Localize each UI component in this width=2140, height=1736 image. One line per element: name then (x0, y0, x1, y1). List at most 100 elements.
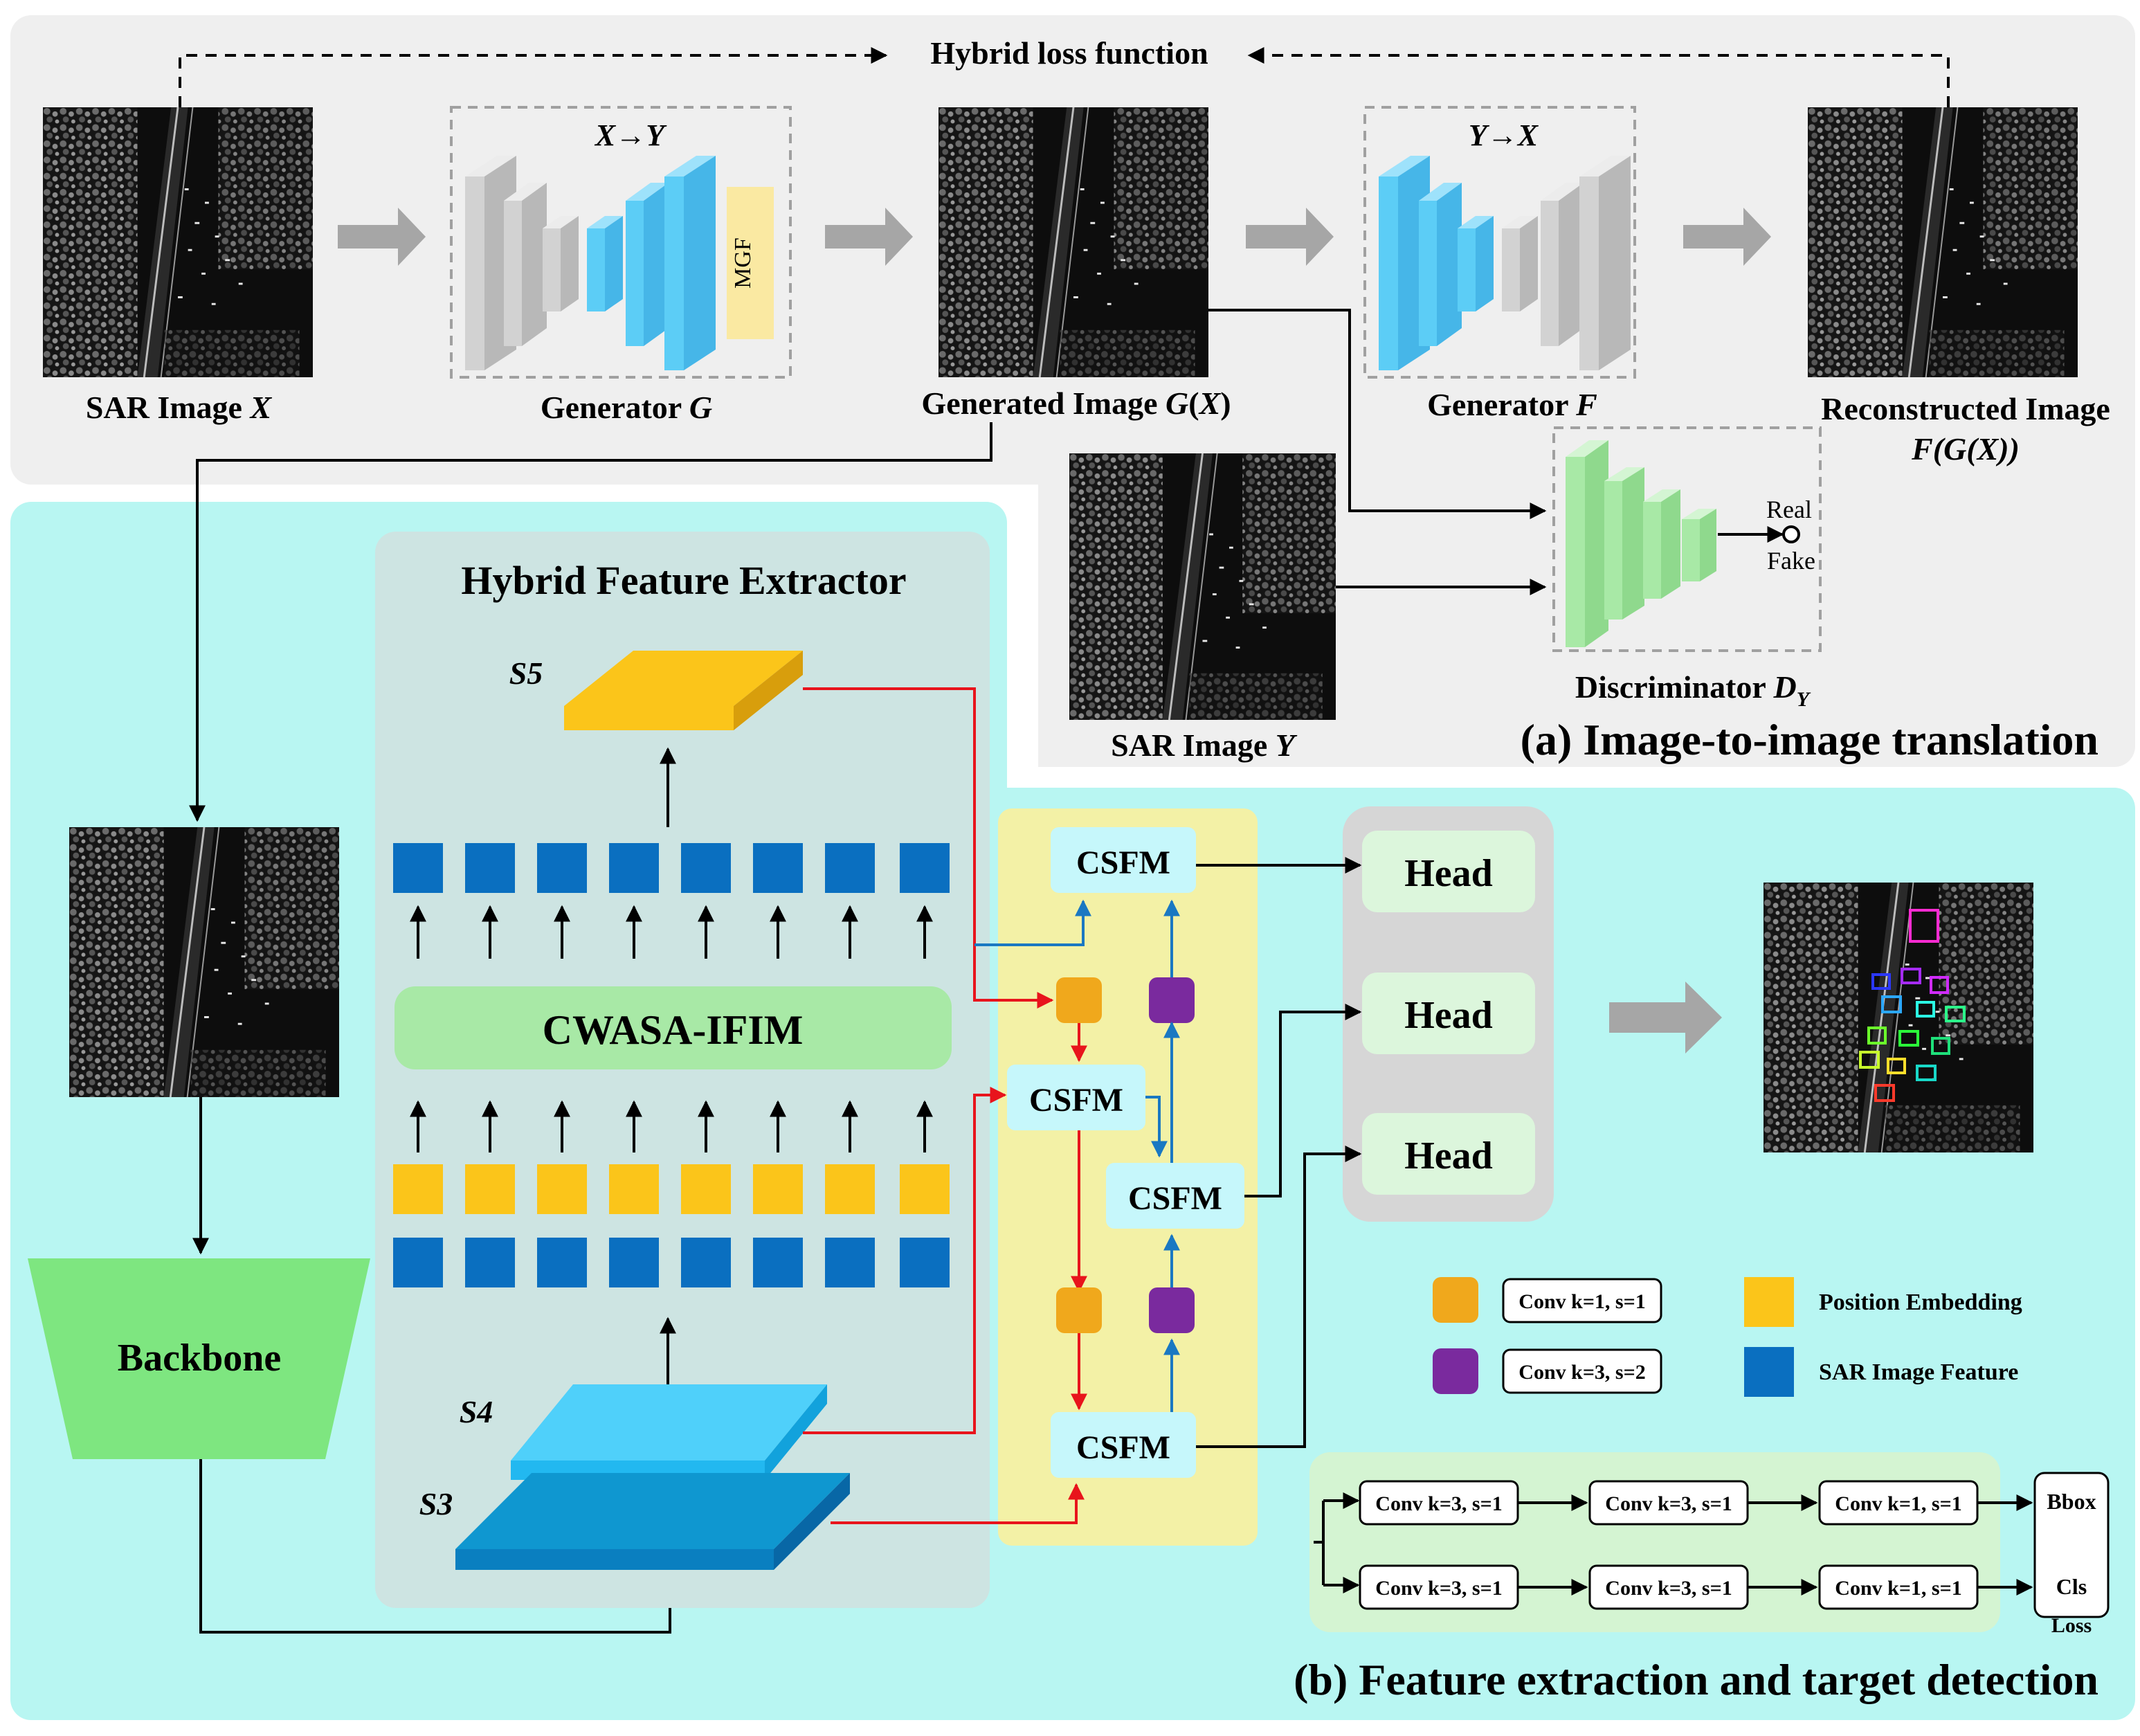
s5-label: S5 (509, 655, 543, 691)
csfm-left-to-right-line (1145, 1096, 1168, 1158)
s4-label: S4 (460, 1394, 493, 1429)
head-row1-conv-c: Conv k=1, s=1 (1835, 1492, 1961, 1515)
generated-image (938, 107, 1208, 377)
generator-f-direction: Y→X (1469, 118, 1539, 152)
bbox-label: Bbox (2047, 1489, 2096, 1514)
head-1 (1362, 831, 1535, 912)
legend-conv3s2-label: Conv k=3, s=2 (1518, 1361, 1645, 1384)
output-token-row (393, 843, 950, 893)
legend-position-embedding-label: Position Embedding (1819, 1290, 2022, 1315)
head-2 (1362, 973, 1535, 1054)
s3-label: S3 (419, 1486, 453, 1521)
discriminator-frame (1552, 426, 1822, 652)
sar-image-y (1069, 453, 1336, 720)
head-row2-conv-c: Conv k=1, s=1 (1835, 1577, 1961, 1600)
conv1-lower (1056, 1287, 1102, 1333)
csfm-middle-right-label: CSFM (1128, 1180, 1222, 1217)
generated-to-discriminator-line (1208, 309, 1547, 519)
cls-label: Cls (2056, 1574, 2087, 1599)
hybrid-loss-label: Hybrid loss function (930, 35, 1208, 71)
legend: Conv k=1, s=1 Conv k=3, s=2 Position Emb… (1433, 1277, 2022, 1397)
flow-arrow-3 (1246, 208, 1334, 266)
ifim-output-arrows (410, 905, 933, 959)
generator-g-blocks (465, 156, 774, 370)
head-row2-conv-b: Conv k=3, s=1 (1605, 1577, 1732, 1600)
legend-conv1-swatch (1433, 1277, 1478, 1323)
head-detail-split-line (1314, 1499, 1358, 1586)
csfm-middle-left (1007, 1065, 1145, 1130)
position-embedding-row (393, 1164, 950, 1214)
conv3s2-lower (1149, 1287, 1195, 1333)
discriminator-blocks (1566, 440, 1716, 647)
legend-conv1-box (1502, 1278, 1662, 1323)
cwasa-ifim-label: CWASA-IFIM (543, 1007, 804, 1053)
legend-conv3s2-box (1502, 1348, 1662, 1394)
conv3s2-upper (1149, 977, 1195, 1023)
reconstructed-image-formula: F(G(X)) (1911, 431, 2020, 467)
real-fake-output-node (1782, 525, 1800, 543)
generated-to-detector-line (189, 422, 992, 822)
panel-a-title: (a) Image-to-image translation (1521, 715, 2098, 764)
fake-label: Fake (1767, 547, 1815, 575)
legend-position-embedding-swatch (1744, 1277, 1794, 1327)
backbone-label: Backbone (118, 1337, 282, 1380)
s4-to-csfm-line (803, 1087, 1007, 1434)
panel-b-title: (b) Feature extraction and target detect… (1294, 1655, 2098, 1704)
discriminator-label: Discriminator DY (1575, 669, 1811, 711)
hybrid-feature-extractor-title: Hybrid Feature Extractor (461, 558, 906, 603)
loss-box (2033, 1472, 2110, 1618)
legend-conv1-label: Conv k=1, s=1 (1518, 1290, 1645, 1313)
csfm-mid-to-head-line (1244, 1004, 1362, 1197)
csfm-top-label: CSFM (1076, 844, 1170, 881)
sar-image-x-label: SAR Image X (86, 390, 273, 425)
s3-feature-map (455, 1473, 850, 1570)
head-detail-row-2: Conv k=3, s=1 Conv k=3, s=1 Conv k=1, s=… (1359, 1564, 2033, 1610)
s5-to-conv-line (803, 687, 1054, 1009)
head-row1-conv-b: Conv k=3, s=1 (1605, 1492, 1732, 1515)
csfm-middle-right (1106, 1163, 1244, 1229)
ifim-input-arrows (410, 1100, 933, 1152)
csfm-bottom (1051, 1412, 1196, 1478)
head-detail-row-1: Conv k=3, s=1 Conv k=3, s=1 Conv k=1, s=… (1359, 1480, 2033, 1526)
backbone-block (28, 1258, 370, 1459)
detection-boxes (1859, 909, 1966, 1102)
result-arrow (1609, 982, 1722, 1054)
head-row1-conv-a: Conv k=3, s=1 (1375, 1492, 1502, 1515)
sar-feature-token-row (393, 1238, 950, 1287)
detection-result-image (1763, 883, 2033, 1152)
s5-to-csfm-top-line (974, 899, 1091, 946)
head-3 (1362, 1113, 1535, 1195)
csfm-middle-left-label: CSFM (1029, 1082, 1123, 1119)
reconstructed-image-label: Reconstructed Image (1821, 391, 2110, 426)
flow-arrow-2 (825, 208, 913, 266)
flow-arrow-4 (1683, 208, 1771, 266)
conv1-upper (1056, 977, 1102, 1023)
mgf-module-label: MGF (730, 237, 756, 289)
generator-f-label: Generator F (1427, 387, 1597, 422)
cwasa-ifim-block (395, 986, 952, 1069)
generator-f-blocks (1379, 156, 1631, 370)
generated-image-label: Generated Image G(X) (921, 386, 1231, 421)
head-2-label: Head (1404, 994, 1493, 1037)
csfm-bottom-to-head-line (1196, 1146, 1362, 1448)
head-1-label: Head (1404, 852, 1493, 895)
reconstructed-image (1808, 107, 2078, 377)
s3-to-csfm-line (831, 1483, 1085, 1524)
generator-g-label: Generator G (541, 390, 712, 425)
flow-arrow-1 (338, 208, 426, 266)
csfm-top (1051, 827, 1196, 893)
sar-image-x (43, 107, 313, 377)
sar-image-y-label: SAR Image Y (1111, 727, 1298, 763)
csfm-bottom-label: CSFM (1076, 1429, 1170, 1466)
real-label: Real (1766, 496, 1812, 523)
generator-f-frame (1363, 106, 1636, 379)
head-3-label: Head (1404, 1134, 1493, 1177)
legend-sar-feature-label: SAR Image Feature (1819, 1359, 2018, 1385)
hybrid-feature-extractor-panel (375, 532, 990, 1608)
generator-g-direction: X→Y (594, 118, 667, 152)
s5-feature-map (564, 651, 803, 730)
legend-conv3s2-swatch (1433, 1348, 1478, 1394)
detector-input-image (69, 827, 339, 1097)
generator-g-frame (450, 106, 792, 379)
